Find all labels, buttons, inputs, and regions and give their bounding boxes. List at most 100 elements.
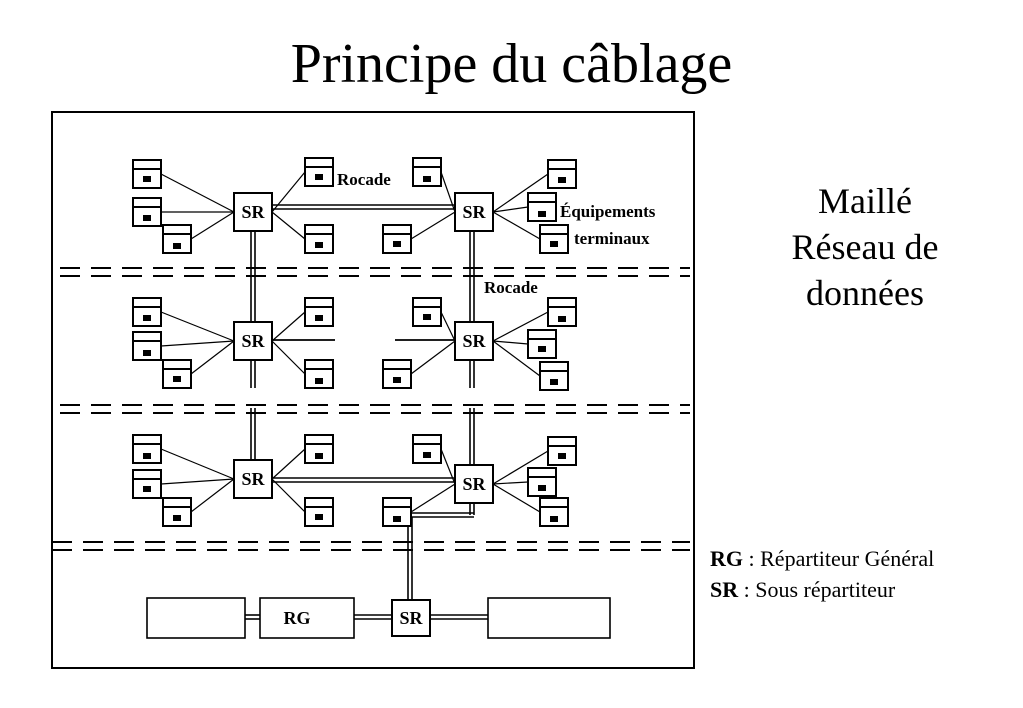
workstation-port <box>143 176 151 182</box>
legend-item-rg: RG : Répartiteur Général <box>710 543 934 574</box>
workstation-port <box>550 379 558 385</box>
workstation-port <box>538 346 546 352</box>
terminal-cable <box>190 340 235 375</box>
terminal-cable <box>271 171 306 213</box>
workstation-icon <box>304 157 334 187</box>
workstation-frame <box>539 361 569 391</box>
workstation-icon <box>527 192 557 222</box>
terminal-cable <box>271 448 306 480</box>
workstation-frame <box>304 297 334 327</box>
terminal-cable <box>271 311 306 342</box>
workstation-icon <box>132 197 162 227</box>
sr-switch-label: SR <box>462 331 486 351</box>
building-outline <box>51 111 695 669</box>
workstation-icon <box>547 297 577 327</box>
workstation-icon <box>382 224 412 254</box>
workstation-icon <box>412 297 442 327</box>
workstation-frame <box>539 224 569 254</box>
workstation-icon <box>547 159 577 189</box>
rg-box <box>259 597 355 639</box>
workstation-port <box>315 453 323 459</box>
sr-switch-box <box>454 464 494 504</box>
sr-switch: SR <box>454 192 494 232</box>
rg-label: RG <box>284 608 311 628</box>
sr-switch-label: SR <box>241 469 265 489</box>
equipment-cabinet <box>146 597 246 639</box>
terminal-cable <box>271 478 306 513</box>
sr-switch-label: SR <box>462 202 486 222</box>
workstation-frame <box>304 157 334 187</box>
workstation-icon <box>539 361 569 391</box>
workstation-port <box>538 211 546 217</box>
workstation-port <box>315 174 323 180</box>
workstation-port <box>558 316 566 322</box>
workstation-port <box>423 314 431 320</box>
workstation-icon <box>539 224 569 254</box>
workstation-frame <box>539 497 569 527</box>
workstation-icon <box>162 224 192 254</box>
workstation-port <box>558 177 566 183</box>
side-caption-line: données <box>806 273 924 313</box>
side-caption-line: Maillé <box>818 181 912 221</box>
workstation-icon <box>412 157 442 187</box>
workstation-frame <box>132 197 162 227</box>
workstation-frame <box>412 434 442 464</box>
workstation-icon <box>527 467 557 497</box>
rocade-label: Rocade <box>337 170 391 189</box>
workstation-port <box>538 485 546 491</box>
workstation-icon <box>162 359 192 389</box>
workstation-frame <box>132 469 162 499</box>
sr-switch-label: SR <box>462 474 486 494</box>
workstation-frame <box>382 359 412 389</box>
workstation-port <box>550 241 558 247</box>
terminal-cable <box>160 478 235 485</box>
sr-switch: SR <box>454 321 494 361</box>
workstation-port <box>173 515 181 521</box>
sr-switch-box <box>233 321 273 361</box>
legend-text: Sous répartiteur <box>755 577 896 602</box>
side-caption: Maillé Réseau de données <box>760 178 970 316</box>
workstation-frame <box>412 297 442 327</box>
legend-abbr: RG <box>710 546 743 571</box>
sr-switch: SR <box>233 459 273 499</box>
workstation-icon <box>304 297 334 327</box>
workstation-icon <box>539 497 569 527</box>
terminal-cable <box>492 206 529 213</box>
terminal-cable <box>492 311 549 342</box>
sr-switch-box <box>454 192 494 232</box>
terminal-cable <box>190 211 235 240</box>
equipment-label: terminaux <box>574 229 650 248</box>
terminal-cable <box>271 211 306 240</box>
workstation-frame <box>547 159 577 189</box>
workstation-port <box>143 350 151 356</box>
sr-switch: SR <box>233 192 273 232</box>
workstation-frame <box>132 159 162 189</box>
terminal-cable <box>440 171 456 213</box>
sr-switch-box <box>233 192 273 232</box>
workstation-frame <box>382 224 412 254</box>
sr-switch-box <box>454 321 494 361</box>
terminal-cable <box>492 211 541 240</box>
sr-switch-label: SR <box>399 608 423 628</box>
workstation-icon <box>132 331 162 361</box>
page-title: Principe du câblage <box>290 33 733 95</box>
workstation-icon <box>412 434 442 464</box>
terminal-cable <box>160 311 235 342</box>
terminal-cable <box>440 448 456 485</box>
workstation-frame <box>304 224 334 254</box>
legend-item-sr: SR : Sous répartiteur <box>710 574 934 605</box>
workstation-port <box>143 215 151 221</box>
rocade-label: Rocade <box>484 278 538 297</box>
workstation-frame <box>527 329 557 359</box>
workstation-port <box>423 452 431 458</box>
terminal-cable <box>160 448 235 480</box>
terminal-cable <box>492 483 541 513</box>
workstation-port <box>393 241 401 247</box>
legend: RG : Répartiteur Général SR : Sous répar… <box>710 543 934 605</box>
workstation-port <box>173 243 181 249</box>
workstation-icon <box>382 497 412 527</box>
sr-switch: SR <box>233 321 273 361</box>
workstation-frame <box>162 497 192 527</box>
legend-separator: : <box>738 577 756 602</box>
